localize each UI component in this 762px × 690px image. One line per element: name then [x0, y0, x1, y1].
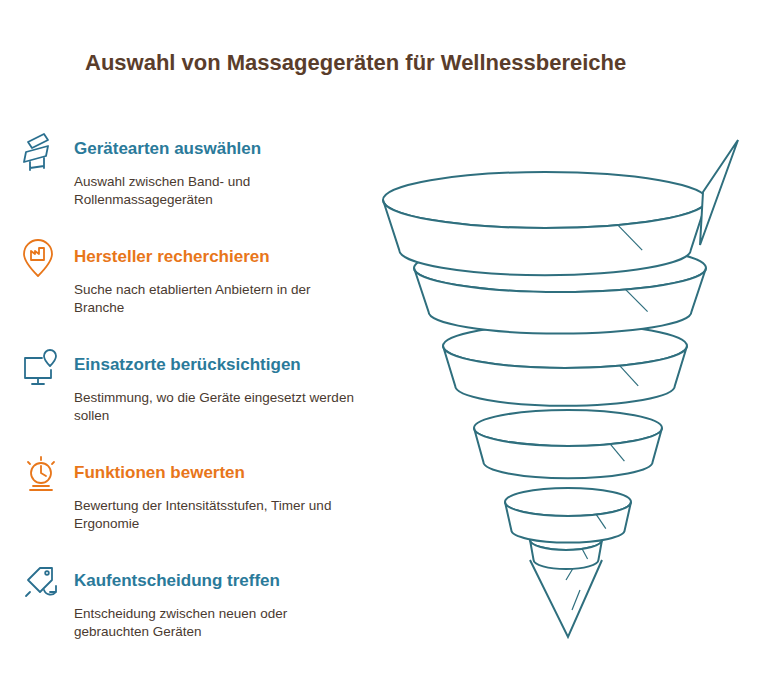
funnel-tick — [618, 225, 642, 250]
funnel-band — [530, 540, 602, 569]
step-heading: Hersteller recherchieren — [74, 247, 270, 267]
step-heading: Funktionen bewerten — [74, 463, 245, 483]
diagram-title: Auswahl von Massagegeräten für Wellnessb… — [85, 50, 626, 76]
funnel-tick — [596, 515, 605, 529]
step-description: Auswahl zwischen Band- und Rollenmassage… — [74, 173, 364, 209]
funnel-tick — [610, 444, 624, 461]
step-description: Suche nach etablierten Anbietern in der … — [74, 281, 364, 317]
step-heading: Kaufentscheidung treffen — [74, 571, 280, 591]
funnel-tick — [582, 549, 587, 559]
funnel-tick — [620, 366, 638, 386]
funnel-tip — [530, 560, 602, 637]
factory-pin-icon — [24, 240, 52, 276]
step-description: Bestimmung, wo die Geräte eingesetzt wer… — [74, 389, 364, 425]
price-tag-icon — [26, 568, 56, 596]
funnel-tail — [700, 140, 738, 245]
funnel-band — [443, 346, 687, 406]
timer-icon — [28, 457, 54, 490]
funnel-band — [414, 268, 706, 334]
step-heading: Gerätearten auswählen — [74, 139, 261, 159]
step-description: Bewertung der Intensitätsstufen, Timer u… — [74, 497, 364, 533]
funnel-band — [505, 502, 631, 543]
funnel-tick — [626, 290, 648, 312]
step-heading: Einsatzorte berücksichtigen — [74, 355, 301, 375]
device-icon — [24, 134, 48, 170]
step-description: Entscheidung zwischen neuen oder gebrauc… — [74, 605, 364, 641]
funnel-band — [474, 428, 662, 478]
funnel-band — [383, 200, 707, 275]
monitor-pin-icon — [25, 350, 56, 384]
spiral-funnel — [383, 140, 738, 637]
